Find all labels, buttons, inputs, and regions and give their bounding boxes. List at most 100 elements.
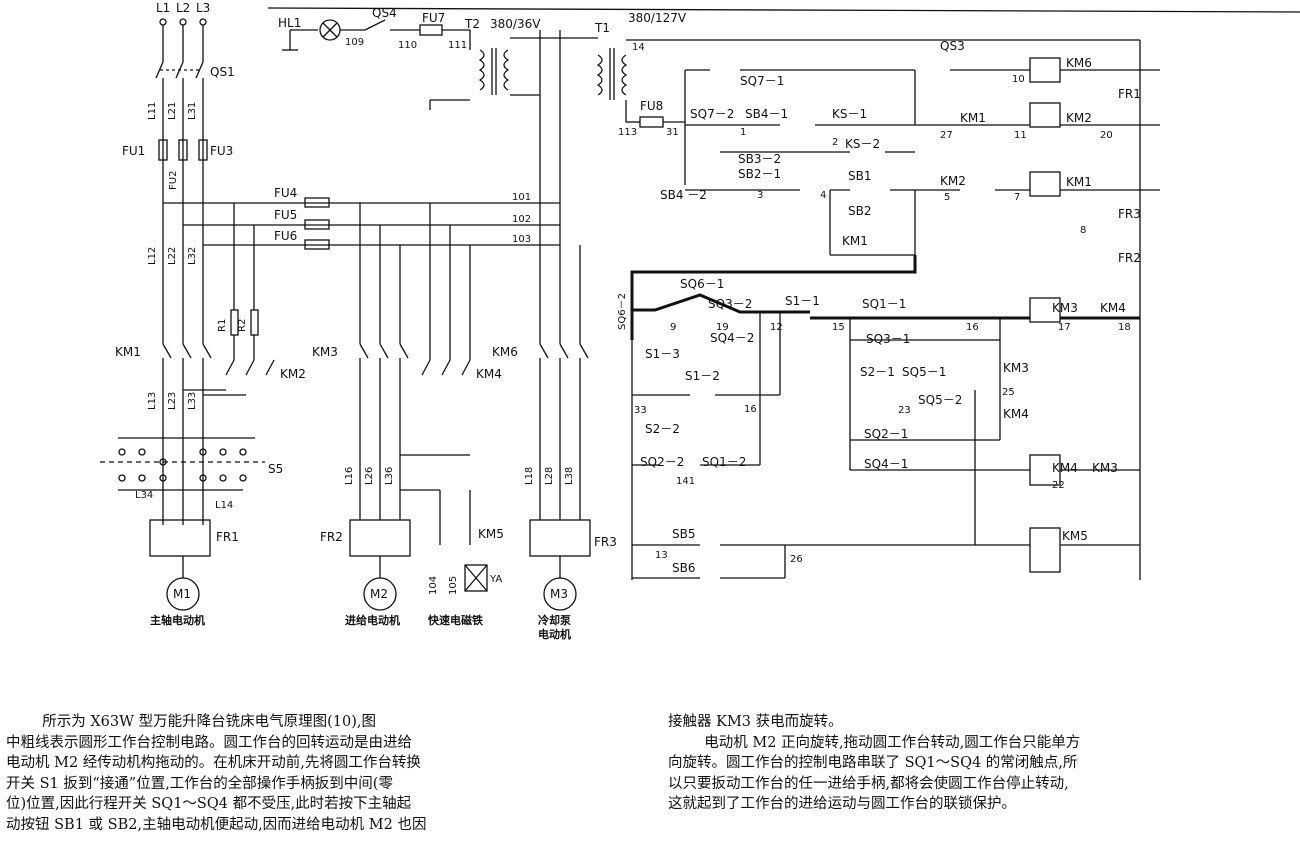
coil-km6 <box>1029 57 1061 83</box>
label-l34: L34 <box>135 490 153 501</box>
label-sq1-2: SQ1－2 <box>702 455 746 469</box>
label-sq6-2: SQ6－2 <box>617 293 628 330</box>
label-s2-1: S2－1 <box>860 365 895 379</box>
switch-s5 <box>100 437 265 491</box>
node-23: 23 <box>898 405 911 416</box>
label-109: 109 <box>345 37 364 48</box>
motor-m3 <box>543 577 577 611</box>
para-line: 电动机 M2 正向旋转,拖动圆工作台转动,圆工作台只能单方 <box>704 734 1081 751</box>
text-column-left: 所示为 X63W 型万能升降台铣床电气原理图(10),图 中粗线表示圆形工作台控… <box>6 712 646 835</box>
label-fr1-contact: FR1 <box>1118 87 1141 101</box>
coil-km5 <box>1029 527 1061 573</box>
contacts-km1 <box>150 343 212 359</box>
mains-phase-l3 <box>199 18 207 525</box>
mains-phase-l2 <box>179 18 187 525</box>
label-km3-main: KM3 <box>312 345 338 359</box>
lamp-circuit <box>282 19 471 110</box>
label-sb6: SB6 <box>672 561 695 575</box>
para-line: 开关 S1 扳到“接通”位置,工作台的全部操作手柄扳到中间(零 <box>6 775 393 792</box>
label-l28: L28 <box>544 467 555 485</box>
label-105: 105 <box>448 576 459 595</box>
node-16b: 16 <box>744 404 757 415</box>
label-sq2-2: SQ2－2 <box>640 455 684 469</box>
label-t2: T2 <box>464 17 480 31</box>
label-fu5: FU5 <box>274 208 297 222</box>
label-sb5: SB5 <box>672 527 695 541</box>
label-km4-aux: KM4 <box>1003 407 1029 421</box>
node-2: 2 <box>832 137 838 148</box>
para-line: 位)位置,因此行程开关 SQ1～SQ4 都不受压,此时若按下主轴起 <box>6 796 412 812</box>
label-km4-contact: KM4 <box>1100 301 1126 315</box>
label-sb2: SB2 <box>848 204 871 218</box>
fuse-fu2 <box>178 139 188 161</box>
label-s1-2: S1－2 <box>685 369 720 383</box>
para-line: 以只要扳动工作台的任一进给手柄,都将会使圆工作台停止转动, <box>668 775 1069 792</box>
node-3: 3 <box>757 190 763 201</box>
relay-fr3 <box>529 519 591 557</box>
coil-km2 <box>1029 102 1061 128</box>
fuse-fu4 <box>304 197 330 208</box>
label-s2-2: S2－2 <box>645 422 680 436</box>
node-18: 18 <box>1118 322 1131 333</box>
label-s5: S5 <box>268 462 283 476</box>
label-l31: L31 <box>187 102 198 120</box>
label-sq6-1: SQ6－1 <box>680 277 724 291</box>
label-sq3-1: SQ3－1 <box>866 332 910 346</box>
label-km2-interlock: KM2 <box>940 174 966 188</box>
node-12: 12 <box>770 322 783 333</box>
fuse-fu6 <box>304 239 330 250</box>
label-104: 104 <box>428 576 439 595</box>
label-l33: L33 <box>187 392 198 410</box>
label-l1: L1 <box>156 1 170 15</box>
label-l2: L2 <box>176 1 190 15</box>
label-s1-3: S1－3 <box>645 347 680 361</box>
control-circuit-wires <box>684 40 1160 580</box>
fuse-fu1 <box>158 139 168 161</box>
label-km5-main: KM5 <box>478 527 504 541</box>
caption-m1: 主轴电动机 <box>150 613 205 627</box>
top-rule <box>267 7 1300 13</box>
para-line: 向旋转。圆工作台的控制电路串联了 SQ1～SQ4 的常闭触点,所 <box>668 755 1078 771</box>
label-fu3: FU3 <box>210 144 233 158</box>
label-sq3-2: SQ3－2 <box>708 297 752 311</box>
label-l18: L18 <box>524 467 535 485</box>
label-l38: L38 <box>564 467 575 485</box>
label-sb1: SB1 <box>848 169 871 183</box>
label-m1: M1 <box>173 587 191 601</box>
label-km6-main: KM6 <box>492 345 518 359</box>
label-km3-coil: KM3 <box>1052 301 1078 315</box>
label-km1-aux: KM1 <box>842 234 868 248</box>
fuse-fu3 <box>198 139 208 161</box>
transformer-t2 <box>478 37 560 96</box>
label-l21: L21 <box>167 102 178 120</box>
node-4: 4 <box>820 190 826 201</box>
node-11: 11 <box>1014 130 1027 141</box>
label-fr2: FR2 <box>320 530 343 544</box>
coolant-branch <box>539 30 581 520</box>
label-fu7: FU7 <box>422 11 445 25</box>
node-15: 15 <box>832 322 845 333</box>
node-19: 19 <box>716 322 729 333</box>
label-110: 110 <box>398 40 417 51</box>
caption-m3-line1: 冷却泵 <box>538 613 571 627</box>
caption-magnet: 快速电磁铁 <box>427 613 483 627</box>
label-fr3-contact: FR3 <box>1118 207 1141 221</box>
caption-m3-line2: 电动机 <box>538 627 571 641</box>
resistor-r2 <box>250 309 259 336</box>
label-l12: L12 <box>147 247 158 265</box>
para-line: 动按钮 SB1 或 SB2,主轴电动机便起动,因而进给电动机 M2 也因 <box>6 816 427 833</box>
label-km2-main: KM2 <box>280 367 306 381</box>
label-l23: L23 <box>167 392 178 410</box>
label-m3: M3 <box>550 587 568 601</box>
label-s1-1: S1－1 <box>785 294 820 308</box>
label-l26: L26 <box>364 467 375 485</box>
node-10: 10 <box>1012 74 1025 85</box>
label-l3: L3 <box>196 1 210 15</box>
label-sq1-1: SQ1－1 <box>862 297 906 311</box>
label-km5-coil: KM5 <box>1062 529 1088 543</box>
para-line: 中粗线表示圆形工作台控制电路。圆工作台的回转运动是由进给 <box>6 734 412 751</box>
label-sq7-1: SQ7－1 <box>740 74 784 88</box>
label-qs4: QS4 <box>372 6 397 20</box>
label-fu6: FU6 <box>274 229 297 243</box>
contacts-km2 <box>183 335 275 396</box>
